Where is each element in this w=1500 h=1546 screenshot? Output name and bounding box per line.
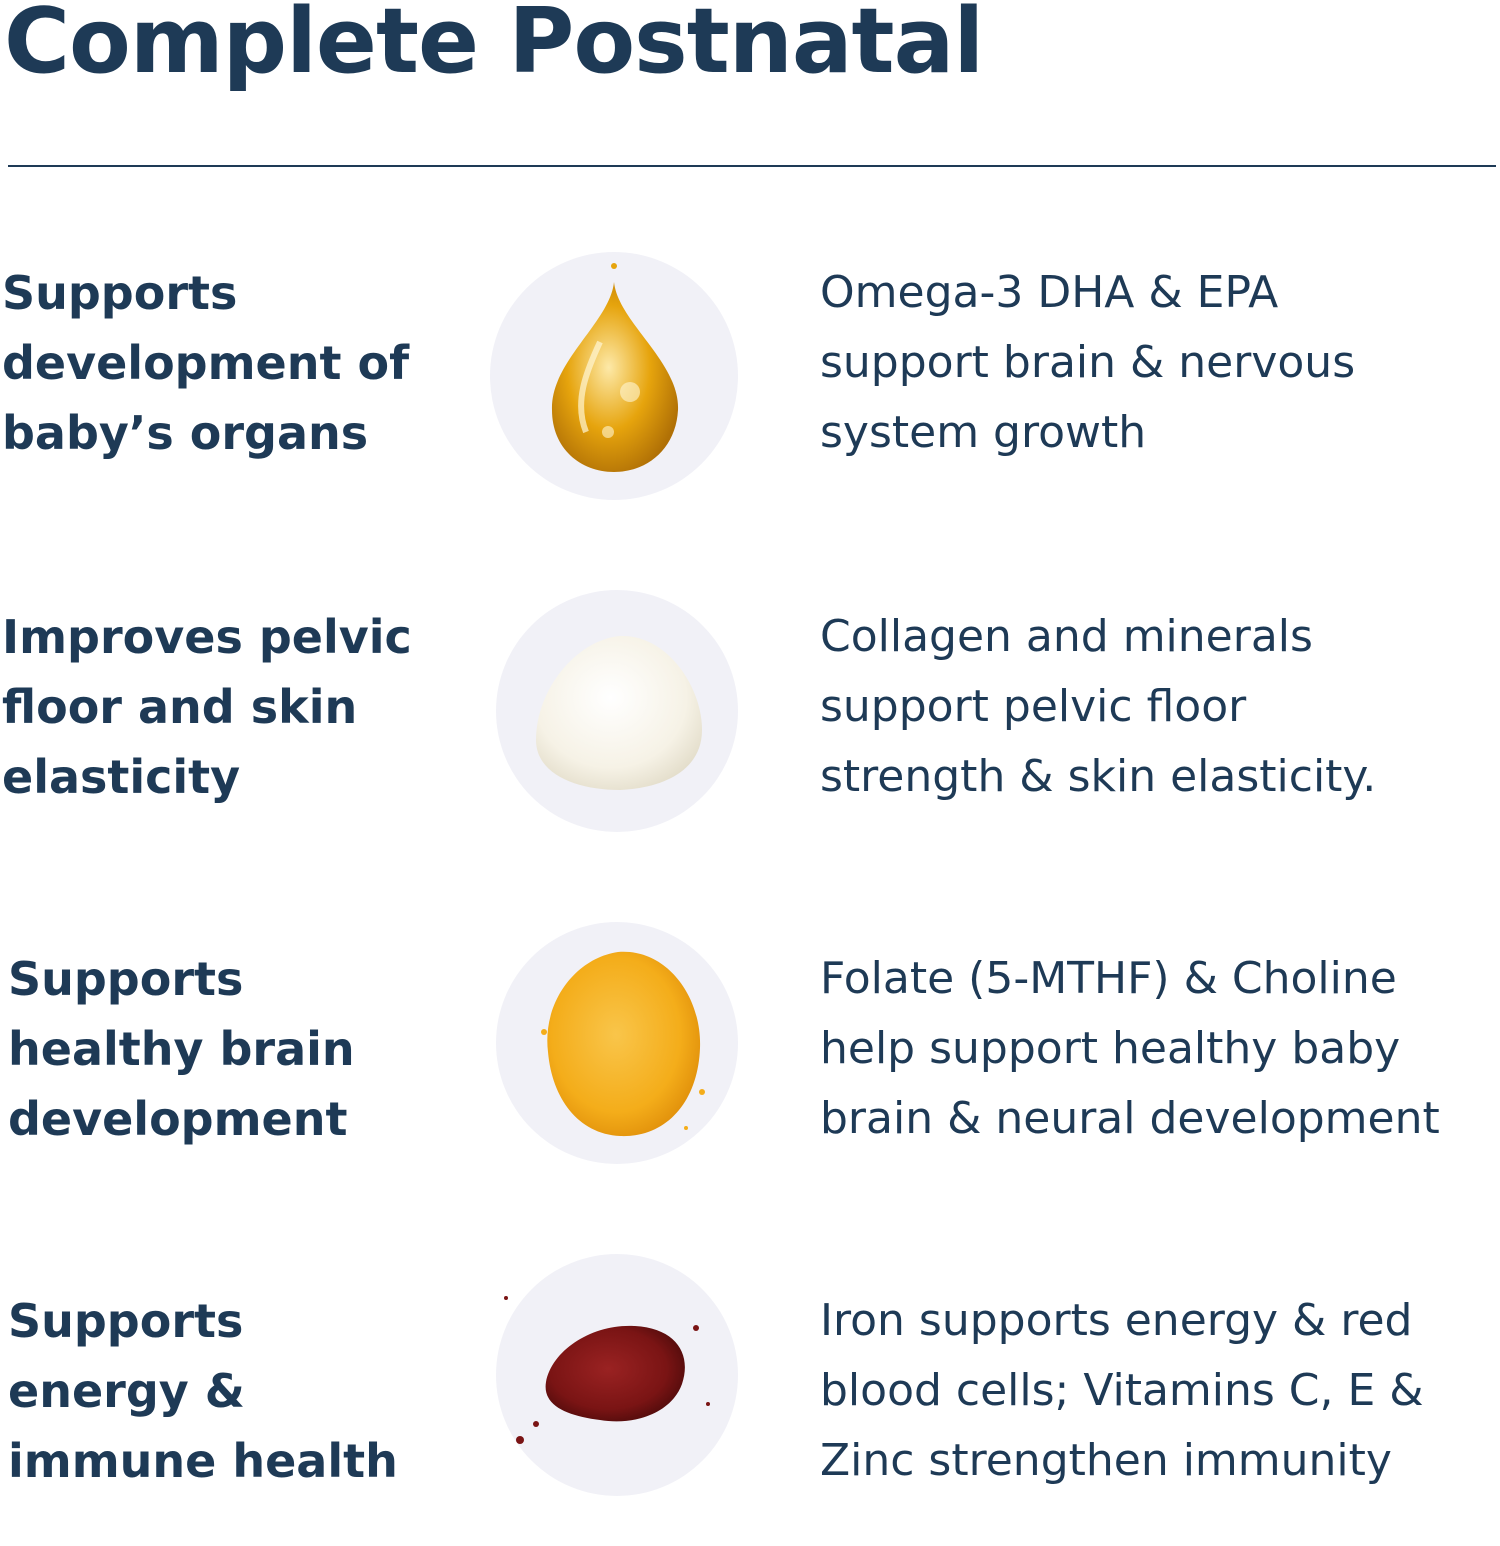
benefit-heading: Supports energy & immune health	[8, 1294, 398, 1488]
benefit-row: Supports development of baby’s organs Om…	[0, 252, 1500, 518]
benefit-description: Folate (5-MTHF) & Choline help support h…	[820, 953, 1440, 1144]
benefit-heading: Supports healthy brain development	[8, 952, 355, 1146]
yellow-powder-icon	[496, 922, 738, 1164]
benefit-row: Supports energy & immune health Iron sup…	[0, 1254, 1500, 1546]
red-powder-icon	[496, 1254, 738, 1496]
benefit-description: Collagen and minerals support pelvic flo…	[820, 611, 1377, 802]
benefit-heading: Improves pelvic floor and skin elasticit…	[2, 610, 412, 804]
benefit-heading: Supports development of baby’s organs	[2, 266, 410, 460]
benefit-description: Omega-3 DHA & EPA support brain & nervou…	[820, 267, 1356, 458]
oil-drop-icon	[490, 252, 738, 500]
white-powder-icon	[496, 590, 738, 832]
benefit-description: Iron supports energy & red blood cells; …	[820, 1295, 1424, 1486]
page-title: Complete Postnatal	[4, 0, 984, 94]
title-divider	[8, 165, 1496, 167]
benefit-row: Supports healthy brain development Folat…	[0, 922, 1500, 1204]
benefit-row: Improves pelvic floor and skin elasticit…	[0, 590, 1500, 862]
